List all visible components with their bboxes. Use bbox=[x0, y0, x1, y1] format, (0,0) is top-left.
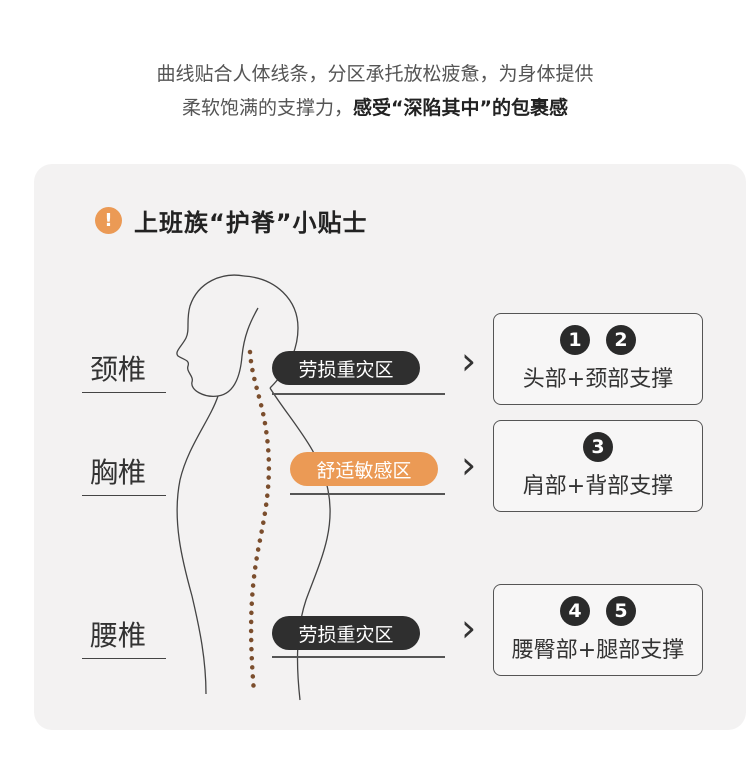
chevron-right-icon: › bbox=[461, 606, 477, 650]
number-badge: 2 bbox=[606, 325, 636, 355]
zone-badge-lumbar: 劳损重灾区 bbox=[272, 616, 420, 650]
number-badge: 4 bbox=[560, 596, 590, 626]
intro-text: 曲线贴合人体线条，分区承托放松疲惫，为身体提供 柔软饱满的支撑力，感受“深陷其中… bbox=[0, 57, 750, 125]
tip-heading: ! 上班族“护脊”小贴士 bbox=[95, 202, 368, 238]
part-label-thoracic: 胸椎 bbox=[82, 451, 166, 496]
number-badge: 3 bbox=[583, 432, 613, 462]
zone-badge-neck: 劳损重灾区 bbox=[272, 351, 420, 385]
chevron-right-icon: › bbox=[461, 339, 477, 383]
support-box-thoracic: 3 肩部+背部支撑 bbox=[493, 420, 703, 512]
intro-line-2-bold: 感受“深陷其中”的包裹感 bbox=[353, 97, 568, 119]
intro-line-2: 柔软饱满的支撑力，感受“深陷其中”的包裹感 bbox=[0, 91, 750, 125]
intro-line-2-normal: 柔软饱满的支撑力， bbox=[182, 97, 354, 119]
support-numbers-thoracic: 3 bbox=[583, 432, 613, 462]
exclamation-circle-icon: ! bbox=[95, 206, 122, 234]
tip-title-text: 上班族“护脊”小贴士 bbox=[134, 208, 368, 237]
chevron-right-icon: › bbox=[461, 443, 477, 487]
zone-underline-lumbar bbox=[272, 656, 445, 658]
support-numbers-lumbar: 4 5 bbox=[560, 596, 636, 626]
number-badge: 5 bbox=[606, 596, 636, 626]
zone-badge-thoracic: 舒适敏感区 bbox=[290, 452, 438, 486]
zone-underline-neck bbox=[272, 393, 445, 395]
front-body-outline bbox=[176, 395, 219, 695]
support-numbers-neck: 1 2 bbox=[560, 325, 636, 355]
support-text-neck: 头部+颈部支撑 bbox=[522, 367, 674, 392]
support-text-thoracic: 肩部+背部支撑 bbox=[522, 474, 674, 499]
intro-line-1: 曲线贴合人体线条，分区承托放松疲惫，为身体提供 bbox=[156, 63, 594, 85]
support-box-lumbar: 4 5 腰臀部+腿部支撑 bbox=[493, 584, 703, 676]
support-box-neck: 1 2 头部+颈部支撑 bbox=[493, 313, 703, 405]
support-text-lumbar: 腰臀部+腿部支撑 bbox=[511, 638, 685, 663]
zone-underline-thoracic bbox=[290, 493, 445, 495]
part-label-lumbar: 腰椎 bbox=[82, 614, 166, 659]
head-outline bbox=[176, 274, 259, 397]
number-badge: 1 bbox=[560, 325, 590, 355]
back-body-outline bbox=[269, 387, 331, 701]
part-label-neck: 颈椎 bbox=[82, 348, 166, 393]
spine-dotted-line bbox=[247, 349, 272, 695]
